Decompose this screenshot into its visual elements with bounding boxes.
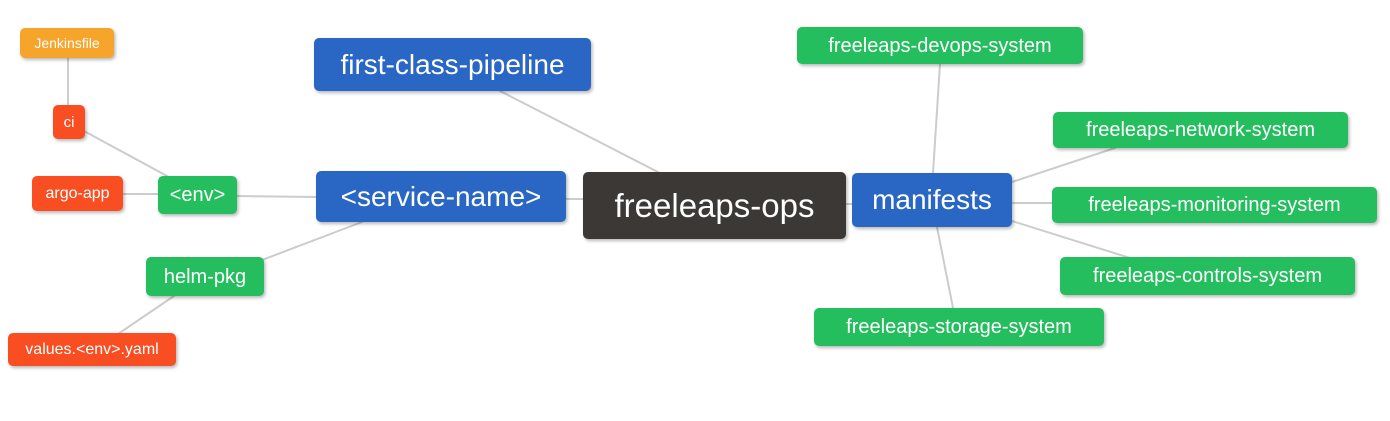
node-freeleaps-devops-system[interactable]: freeleaps-devops-system bbox=[797, 27, 1083, 64]
node-root-freeleaps-ops[interactable]: freeleaps-ops bbox=[583, 172, 846, 239]
edge-manifests-network bbox=[1011, 147, 1116, 183]
node-ci[interactable]: ci bbox=[53, 105, 85, 139]
node-argo-app[interactable]: argo-app bbox=[32, 176, 123, 211]
node-helm-pkg[interactable]: helm-pkg bbox=[146, 257, 264, 296]
node-jenkinsfile[interactable]: Jenkinsfile bbox=[20, 28, 114, 58]
edge-helm-pkg-values bbox=[117, 295, 175, 335]
edge-manifests-controls bbox=[1011, 220, 1131, 259]
node-env[interactable]: <env> bbox=[158, 176, 237, 214]
node-service-name[interactable]: <service-name> bbox=[316, 171, 566, 222]
node-freeleaps-controls-system[interactable]: freeleaps-controls-system bbox=[1060, 257, 1355, 295]
node-manifests[interactable]: manifests bbox=[852, 173, 1012, 227]
node-values-env-yaml[interactable]: values.<env>.yaml bbox=[8, 333, 176, 366]
edge-env-service-name bbox=[236, 195, 317, 198]
node-freeleaps-network-system[interactable]: freeleaps-network-system bbox=[1053, 112, 1348, 148]
node-first-class-pipeline[interactable]: first-class-pipeline bbox=[314, 38, 591, 91]
node-freeleaps-storage-system[interactable]: freeleaps-storage-system bbox=[814, 308, 1104, 346]
edge-manifests-storage bbox=[936, 226, 954, 309]
node-freeleaps-monitoring-system[interactable]: freeleaps-monitoring-system bbox=[1052, 187, 1377, 223]
edge-pipeline-root bbox=[499, 90, 659, 173]
edge-manifests-devops bbox=[932, 63, 941, 174]
edge-ci-env bbox=[83, 130, 168, 177]
edge-helm-pkg-service-name bbox=[261, 221, 363, 261]
